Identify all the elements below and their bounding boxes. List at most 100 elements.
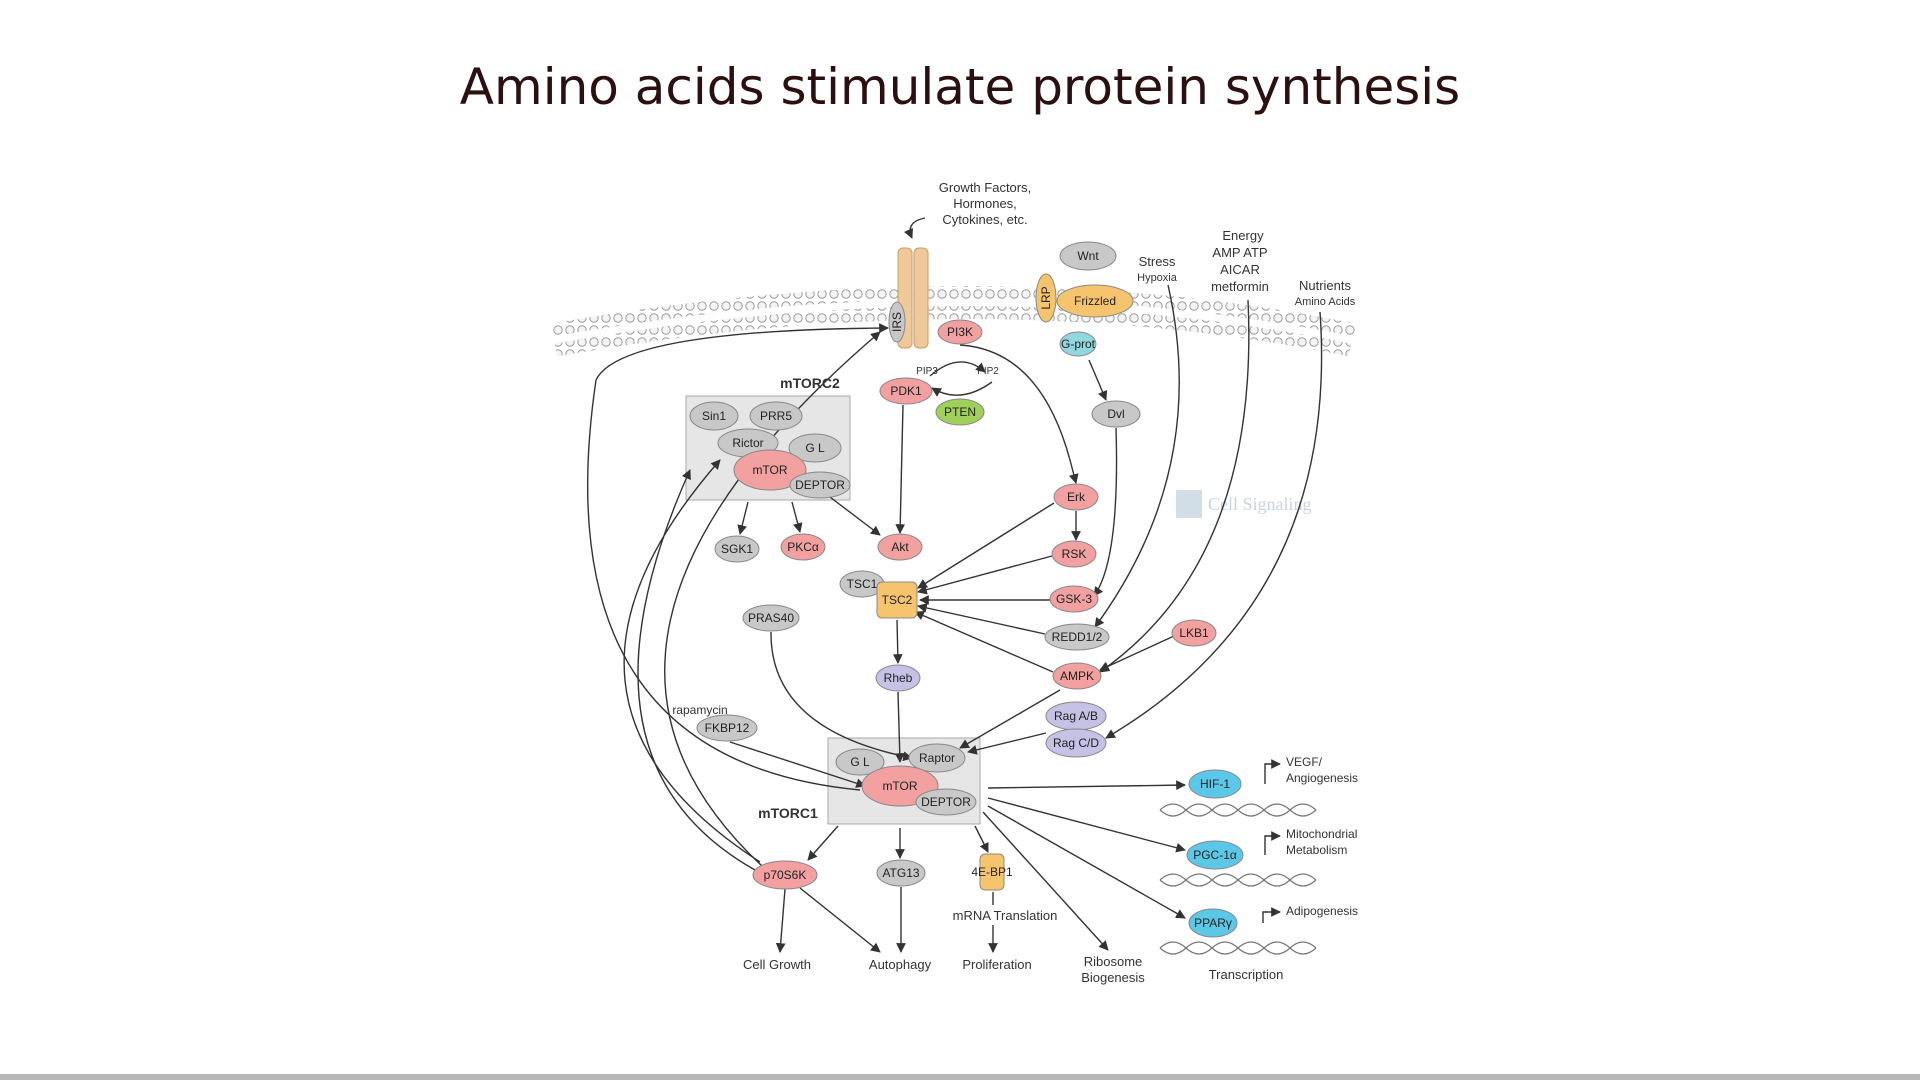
node-atg13: ATG13 — [876, 859, 926, 887]
mrna-translation-label: mRNA Translation — [953, 908, 1058, 923]
arrow-erk-to-tsc2 — [917, 502, 1055, 589]
pip3-label: PIP3 — [916, 366, 938, 377]
arrow-pi3k-to-erk — [959, 344, 1079, 484]
arrow-p70s6k-to-cell-growth — [775, 888, 786, 953]
growth-factors-line-2: Hormones, — [953, 196, 1017, 211]
node-raptor-shape — [908, 743, 966, 773]
energy-line-4: metformin — [1211, 279, 1269, 294]
node-deptor2: DEPTOR — [789, 471, 851, 499]
node-pras40-shape — [742, 604, 800, 632]
node-pkca-shape — [780, 533, 826, 561]
arrow-rheb-to-mtorc1 — [894, 691, 905, 763]
proliferation-label: Proliferation — [962, 957, 1031, 972]
node-tsc2: TSC2 — [876, 581, 918, 619]
node-sin1-shape — [689, 401, 739, 431]
node-pi3k-shape — [937, 319, 983, 345]
node-pi3k: PI3K — [937, 319, 983, 345]
pathway-nodes: WntFrizzledLRPG-protDvlPI3KIRSPDK1PTENSi… — [689, 241, 1244, 938]
node-ragab-label: Rag A/B — [1054, 709, 1098, 723]
node-gl2: G L — [788, 433, 842, 463]
cell-membrane — [550, 286, 1357, 357]
node-erk-label: Erk — [1067, 490, 1086, 504]
output-labels: Cell Growth Autophagy Proliferation mRNA… — [743, 908, 1283, 985]
growth-factors-line-3: Cytokines, etc. — [942, 212, 1027, 227]
arrow-rsk-to-tsc2 — [917, 555, 1053, 595]
node-mtor2-shape — [733, 449, 807, 491]
node-irs-label: IRS — [890, 312, 904, 332]
arrow-mtorc1-to-ppar — [987, 805, 1186, 919]
node-redd-shape — [1044, 623, 1110, 651]
node-frizzled-label: Frizzled — [1074, 294, 1116, 308]
node-sgk1-label: SGK1 — [721, 542, 753, 556]
arrow-ampk-to-raptor — [959, 689, 1061, 749]
node-hif1-label: HIF-1 — [1200, 777, 1230, 791]
node-ppar-shape — [1188, 908, 1238, 938]
ribosome-label-line-1: Ribosome — [1084, 954, 1143, 969]
arrow-energy-to-ampk — [1099, 299, 1250, 673]
node-sin1: Sin1 — [689, 401, 739, 431]
node-lkb1-shape — [1171, 619, 1217, 647]
node-ragcd: Rag C/D — [1045, 728, 1107, 758]
node-fkbp12-label: FKBP12 — [705, 721, 750, 735]
node-prr5-shape — [749, 401, 803, 431]
node-p70s6k-label: p70S6K — [764, 868, 807, 882]
autophagy-label: Autophagy — [869, 957, 932, 972]
node-wnt-label: Wnt — [1077, 249, 1099, 263]
node-erk-shape — [1053, 483, 1099, 511]
node-frizzled: Frizzled — [1056, 284, 1134, 318]
node-raptor: Raptor — [908, 743, 966, 773]
dna-strands — [1159, 803, 1317, 955]
growth-factors-label: Growth Factors, Hormones, Cytokines, etc… — [939, 180, 1031, 227]
arrow-mtorc1-to-pgc1a — [987, 797, 1186, 853]
node-prr5: PRR5 — [749, 401, 803, 431]
node-ampk-label: AMPK — [1060, 669, 1094, 683]
node-mtor1-label: mTOR — [882, 779, 917, 793]
node-pdk1: PDK1 — [879, 377, 933, 405]
node-rsk-label: RSK — [1062, 547, 1087, 561]
node-lrp-label: LRP — [1039, 286, 1053, 309]
cell-growth-label: Cell Growth — [743, 957, 811, 972]
nutrients-line-2: Amino Acids — [1295, 296, 1356, 308]
node-pi3k-label: PI3K — [947, 325, 973, 339]
node-erk: Erk — [1053, 483, 1099, 511]
node-tsc1: TSC1 — [839, 570, 885, 598]
transcription-label: Transcription — [1209, 967, 1284, 982]
node-sgk1-shape — [714, 535, 760, 563]
node-4ebp1-shape — [979, 853, 1005, 891]
node-hif1-shape — [1188, 769, 1242, 799]
node-gsk3-label: GSK-3 — [1056, 592, 1092, 606]
node-redd: REDD1/2 — [1044, 623, 1110, 651]
node-hif1: HIF-1 — [1188, 769, 1242, 799]
node-deptor1-label: DEPTOR — [921, 795, 971, 809]
arrow-mtorc1-to-hif1 — [987, 780, 1186, 791]
arrow-tsc2-to-rheb — [892, 619, 903, 664]
arrow-mtorc1-to-ribosome — [982, 811, 1109, 951]
node-deptor1: DEPTOR — [915, 788, 977, 816]
node-ppar: PPARγ — [1188, 908, 1238, 938]
node-pkca-label: PKCα — [787, 540, 819, 554]
node-gprot-label: G-prot — [1061, 337, 1096, 351]
arrow-mtorc2-to-akt — [825, 493, 881, 536]
vegf-label-line-1: VEGF/ — [1286, 755, 1323, 769]
arrow-mtorc2-to-sgk1 — [737, 501, 749, 535]
node-rheb-shape — [875, 664, 921, 692]
node-ragcd-label: Rag C/D — [1053, 736, 1099, 750]
node-dvl-shape — [1091, 400, 1141, 428]
node-gprot-shape — [1059, 331, 1097, 357]
stress-label: Stress Hypoxia — [1137, 254, 1178, 284]
mito-label-line-1: Mitochondrial — [1286, 827, 1357, 841]
node-rheb: Rheb — [875, 664, 921, 692]
adipogenesis-label: Adipogenesis — [1286, 904, 1358, 918]
node-p70s6k: p70S6K — [752, 860, 818, 890]
node-ampk: AMPK — [1052, 662, 1102, 690]
cell-signaling-watermark: Cell Signaling — [1176, 490, 1312, 518]
node-ragab: Rag A/B — [1045, 701, 1107, 731]
transcription-output-labels: VEGF/ Angiogenesis Mitochondrial Metabol… — [1286, 755, 1358, 918]
node-irs-shape — [888, 301, 906, 343]
arrow-growth-factors-to-receptor — [903, 217, 926, 239]
pip2-label: PIP2 — [977, 366, 999, 377]
slide-title: Amino acids stimulate protein synthesis — [459, 58, 1461, 116]
node-gl2-label: G L — [805, 441, 825, 455]
node-4ebp1-label: 4E-BP1 — [971, 865, 1013, 879]
